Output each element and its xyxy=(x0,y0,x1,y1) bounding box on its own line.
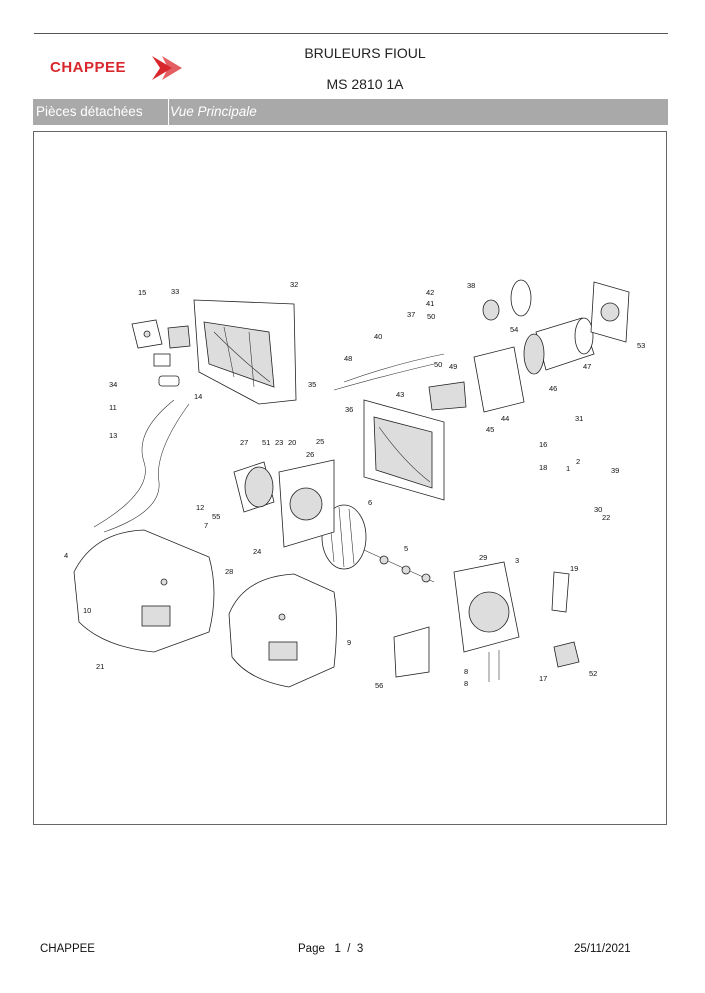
callout-label: 54 xyxy=(510,325,518,334)
page-separator: / xyxy=(347,943,351,955)
hood-21-part xyxy=(73,529,215,653)
control-box-part xyxy=(193,299,297,405)
callout-label: 40 xyxy=(374,332,382,341)
bracket-19-part xyxy=(551,571,570,613)
callout-label: 15 xyxy=(138,288,146,297)
electrodes-8-part xyxy=(488,650,500,682)
callout-label: 44 xyxy=(501,414,509,423)
pump-group-part xyxy=(333,346,525,413)
module-33-part xyxy=(167,325,191,349)
callout-label: 33 xyxy=(171,287,179,296)
callout-label: 53 xyxy=(637,341,645,350)
callout-label: 12 xyxy=(196,503,204,512)
callout-label: 52 xyxy=(589,669,597,678)
motor-12-part xyxy=(233,461,275,513)
callout-label: 19 xyxy=(570,564,578,573)
callout-label: 22 xyxy=(602,513,610,522)
callout-label: 21 xyxy=(96,662,104,671)
callout-label: 7 xyxy=(204,521,208,530)
flange-53-part xyxy=(590,281,630,343)
footer-date: 25/11/2021 xyxy=(574,943,631,955)
housing-3-part xyxy=(453,561,520,653)
callout-label: 38 xyxy=(467,281,475,290)
cover-56-part xyxy=(393,626,430,678)
callout-label: 27 xyxy=(240,438,248,447)
capacitor-34-part xyxy=(153,353,180,387)
callout-label: 17 xyxy=(539,674,547,683)
callout-label: 36 xyxy=(345,405,353,414)
callout-label: 4 xyxy=(64,551,68,560)
callout-label: 42 xyxy=(426,288,434,297)
footer-pagination: Page 1 / 3 xyxy=(298,943,363,955)
callout-label: 55 xyxy=(212,512,220,521)
footer-company: CHAPPEE xyxy=(40,943,95,955)
callout-label: 46 xyxy=(549,384,557,393)
callout-label: 28 xyxy=(225,567,233,576)
module-15-part xyxy=(131,319,163,349)
model-reference: MS 2810 1A xyxy=(326,76,404,92)
callout-label: 23 xyxy=(275,438,283,447)
logo-wordmark: CHAPPEE xyxy=(50,59,127,76)
callout-label: 51 xyxy=(262,438,270,447)
page-total: 3 xyxy=(356,943,364,955)
callout-label: 24 xyxy=(253,547,261,556)
chappee-logo: CHAPPEE xyxy=(50,54,185,82)
burner-housing-part xyxy=(363,399,445,501)
page-number: 1 xyxy=(334,943,341,955)
diagram-frame: 15 33 32 42 38 41 37 50 54 53 40 48 50 4… xyxy=(33,131,667,825)
callout-label: 3 xyxy=(515,556,519,565)
callout-label: 8 xyxy=(464,679,468,688)
callout-label: 50 xyxy=(427,312,435,321)
hose-13-part xyxy=(93,399,190,533)
callout-label: 9 xyxy=(347,638,351,647)
callout-label: 43 xyxy=(396,390,404,399)
nozzle-line-5-part xyxy=(363,549,435,583)
callout-label: 25 xyxy=(316,437,324,446)
document-title: BRULEURS FIOUL xyxy=(304,45,426,61)
callout-label: 8 xyxy=(464,667,468,676)
exploded-view-diagram: 15 33 32 42 38 41 37 50 54 53 40 48 50 4… xyxy=(64,279,645,690)
blast-tube-47-part xyxy=(523,317,595,375)
top-rule xyxy=(34,33,668,34)
callout-label: 29 xyxy=(479,553,487,562)
callout-label: 30 xyxy=(594,505,602,514)
section-band: Pièces détachées Vue Principale xyxy=(33,99,668,125)
callout-label: 6 xyxy=(368,498,372,507)
callout-label: 20 xyxy=(288,438,296,447)
view-label: Vue Principale xyxy=(170,104,257,119)
callout-label: 2 xyxy=(576,457,580,466)
logo-chevron-icon xyxy=(152,56,182,80)
callout-label: 47 xyxy=(583,362,591,371)
callout-label: 26 xyxy=(306,450,314,459)
callout-label: 1 xyxy=(566,464,570,473)
housing-plate-26-part xyxy=(278,459,335,548)
callout-label: 16 xyxy=(539,440,547,449)
callout-label: 39 xyxy=(611,466,619,475)
callout-label: 37 xyxy=(407,310,415,319)
callout-label: 5 xyxy=(404,544,408,553)
transformer-52-part xyxy=(553,641,580,668)
callout-label: 49 xyxy=(449,362,457,371)
callout-label: 10 xyxy=(83,606,91,615)
callout-label: 31 xyxy=(575,414,583,423)
page-label: Page xyxy=(298,943,325,955)
callout-label: 41 xyxy=(426,299,434,308)
callout-label: 34 xyxy=(109,380,117,389)
callout-label: 50 xyxy=(434,360,442,369)
callout-label: 14 xyxy=(194,392,202,401)
callout-label: 48 xyxy=(344,354,352,363)
hood-9-part xyxy=(228,573,337,688)
section-label: Pièces détachées xyxy=(33,99,169,125)
callout-label: 32 xyxy=(290,280,298,289)
callout-label: 35 xyxy=(308,380,316,389)
callout-label: 13 xyxy=(109,431,117,440)
callout-label: 56 xyxy=(375,681,383,690)
callout-label: 45 xyxy=(486,425,494,434)
callout-label: 18 xyxy=(539,463,547,472)
callout-label: 11 xyxy=(109,403,117,412)
fan-wheel-54-part xyxy=(482,279,532,321)
